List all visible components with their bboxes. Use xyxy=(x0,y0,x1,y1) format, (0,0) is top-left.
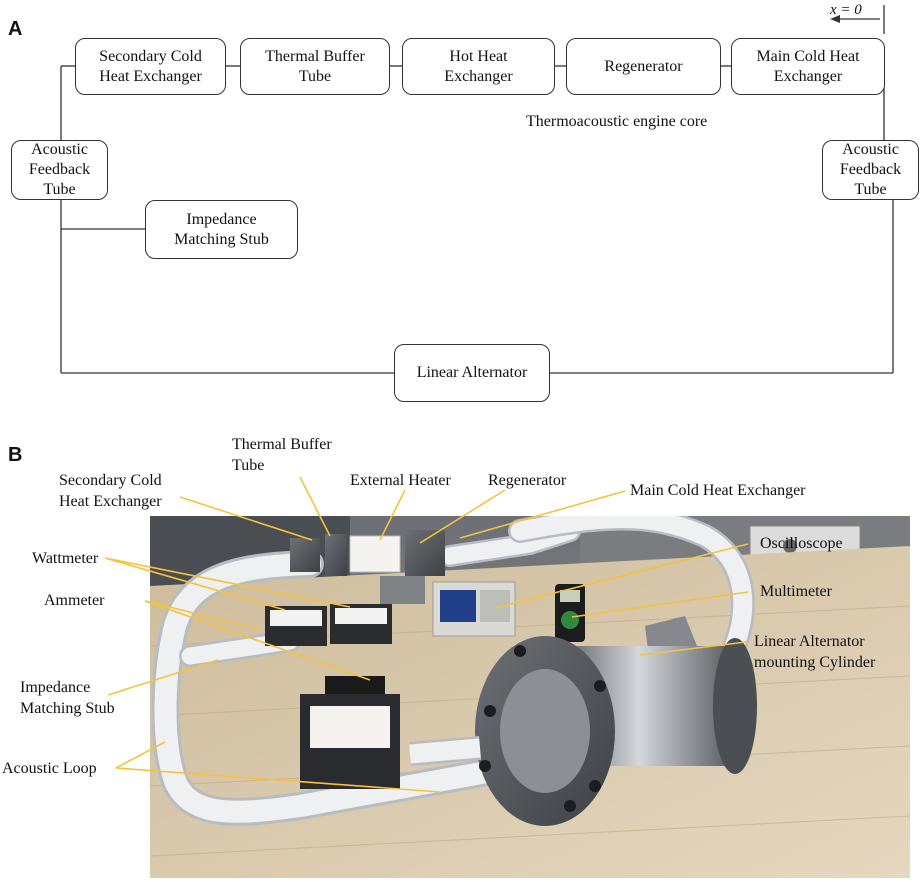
impedance-matching-stub-box: Impedance Matching Stub xyxy=(145,200,298,259)
panel-a-connections xyxy=(60,5,894,374)
label-thermal-buffer-tube: Thermal Buffer Tube xyxy=(232,436,332,474)
label-secondary-cold-heat-exchanger: Secondary Cold Heat Exchanger xyxy=(59,472,162,510)
label-regenerator: Regenerator xyxy=(488,472,567,489)
label-external-heater: External Heater xyxy=(350,472,451,489)
engine-core-label: Thermoacoustic engine core xyxy=(526,113,708,130)
label-main-cold-heat-exchanger: Main Cold Heat Exchanger xyxy=(630,482,806,499)
label-multimeter: Multimeter xyxy=(760,583,832,600)
regenerator-box: Regenerator xyxy=(566,38,721,95)
hot-heat-exchanger-box: Hot Heat Exchanger xyxy=(402,38,555,95)
acoustic-feedback-tube-right-box: Acoustic Feedback Tube xyxy=(822,140,919,200)
label-acoustic-loop: Acoustic Loop xyxy=(2,760,97,777)
panel-a-letter: A xyxy=(8,18,23,40)
label-impedance-matching-stub: Impedance Matching Stub xyxy=(20,679,115,717)
thermal-buffer-tube-box: Thermal Buffer Tube xyxy=(240,38,390,95)
setup-photo xyxy=(150,516,910,878)
label-wattmeter: Wattmeter xyxy=(32,550,99,567)
label-oscilloscope: Oscilloscope xyxy=(760,535,843,552)
label-linear-alternator-mounting-cylinder: Linear Alternator mounting Cylinder xyxy=(754,633,876,671)
label-ammeter: Ammeter xyxy=(44,592,105,609)
panel-b-letter: B xyxy=(8,444,23,466)
setup-photo-illustration xyxy=(150,516,910,878)
secondary-cold-heat-exchanger-box: Secondary Cold Heat Exchanger xyxy=(75,38,226,95)
linear-alternator-box: Linear Alternator xyxy=(394,344,550,402)
origin-label: x = 0 xyxy=(830,2,862,18)
main-cold-heat-exchanger-box: Main Cold Heat Exchanger xyxy=(731,38,885,95)
acoustic-feedback-tube-left-box: Acoustic Feedback Tube xyxy=(11,140,108,200)
